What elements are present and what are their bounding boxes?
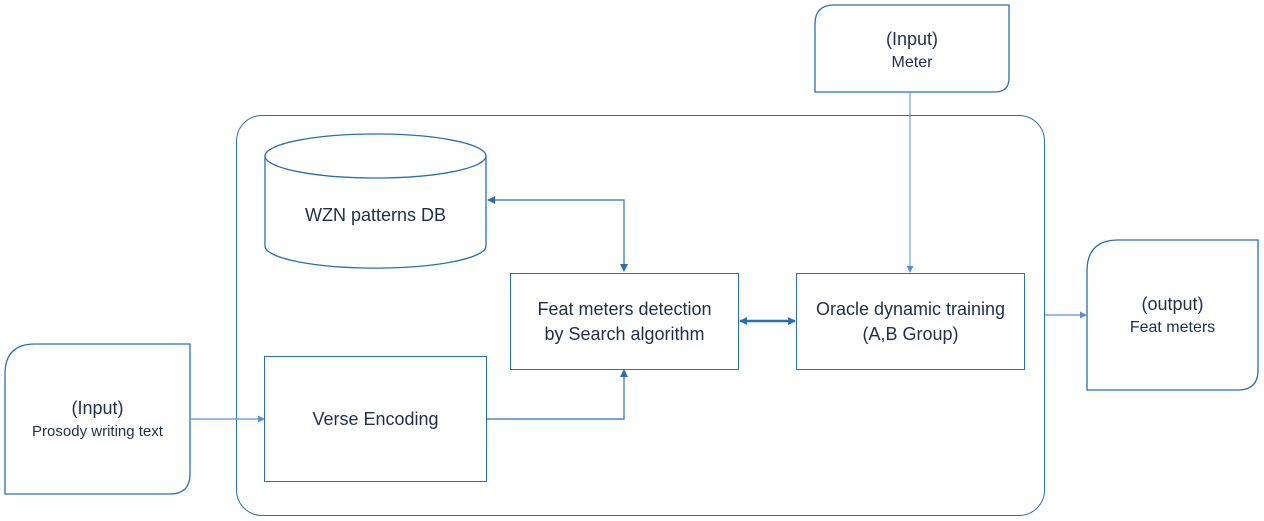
detection-box: Feat meters detection by Search algorith…	[510, 273, 739, 370]
output-line1: (output)	[1141, 294, 1204, 314]
output-shape	[1086, 239, 1259, 391]
output-line2: Feat meters	[1129, 319, 1216, 336]
oracle-box: Oracle dynamic training (A,B Group)	[796, 273, 1025, 370]
arrow-db-detection	[487, 196, 628, 272]
input-meter-label: (Input) Meter	[815, 27, 1009, 74]
db-cylinder	[264, 133, 487, 269]
input-text-label: (Input) Prosody writing text	[5, 396, 190, 442]
encoding-box: Verse Encoding	[264, 356, 487, 482]
input-text-shape	[4, 343, 191, 495]
encoding-label: Verse Encoding	[312, 408, 439, 429]
input-meter-shape	[814, 4, 1010, 93]
output-label: (output) Feat meters	[1087, 292, 1258, 339]
input-text-line1: (Input)	[71, 398, 124, 418]
input-meter-line2: Meter	[891, 54, 933, 71]
oracle-line2: (A,B Group)	[862, 323, 959, 344]
system-container	[236, 115, 1045, 516]
oracle-line1: Oracle dynamic training	[815, 298, 1006, 319]
detection-line2: by Search algorithm	[544, 323, 705, 344]
input-meter-line1: (Input)	[885, 29, 939, 49]
arrow-encoding-detection	[487, 369, 628, 420]
detection-line1: Feat meters detection	[537, 298, 712, 319]
input-text-line2: Prosody writing text	[32, 423, 163, 440]
db-label: WZN patterns DB	[304, 205, 447, 225]
